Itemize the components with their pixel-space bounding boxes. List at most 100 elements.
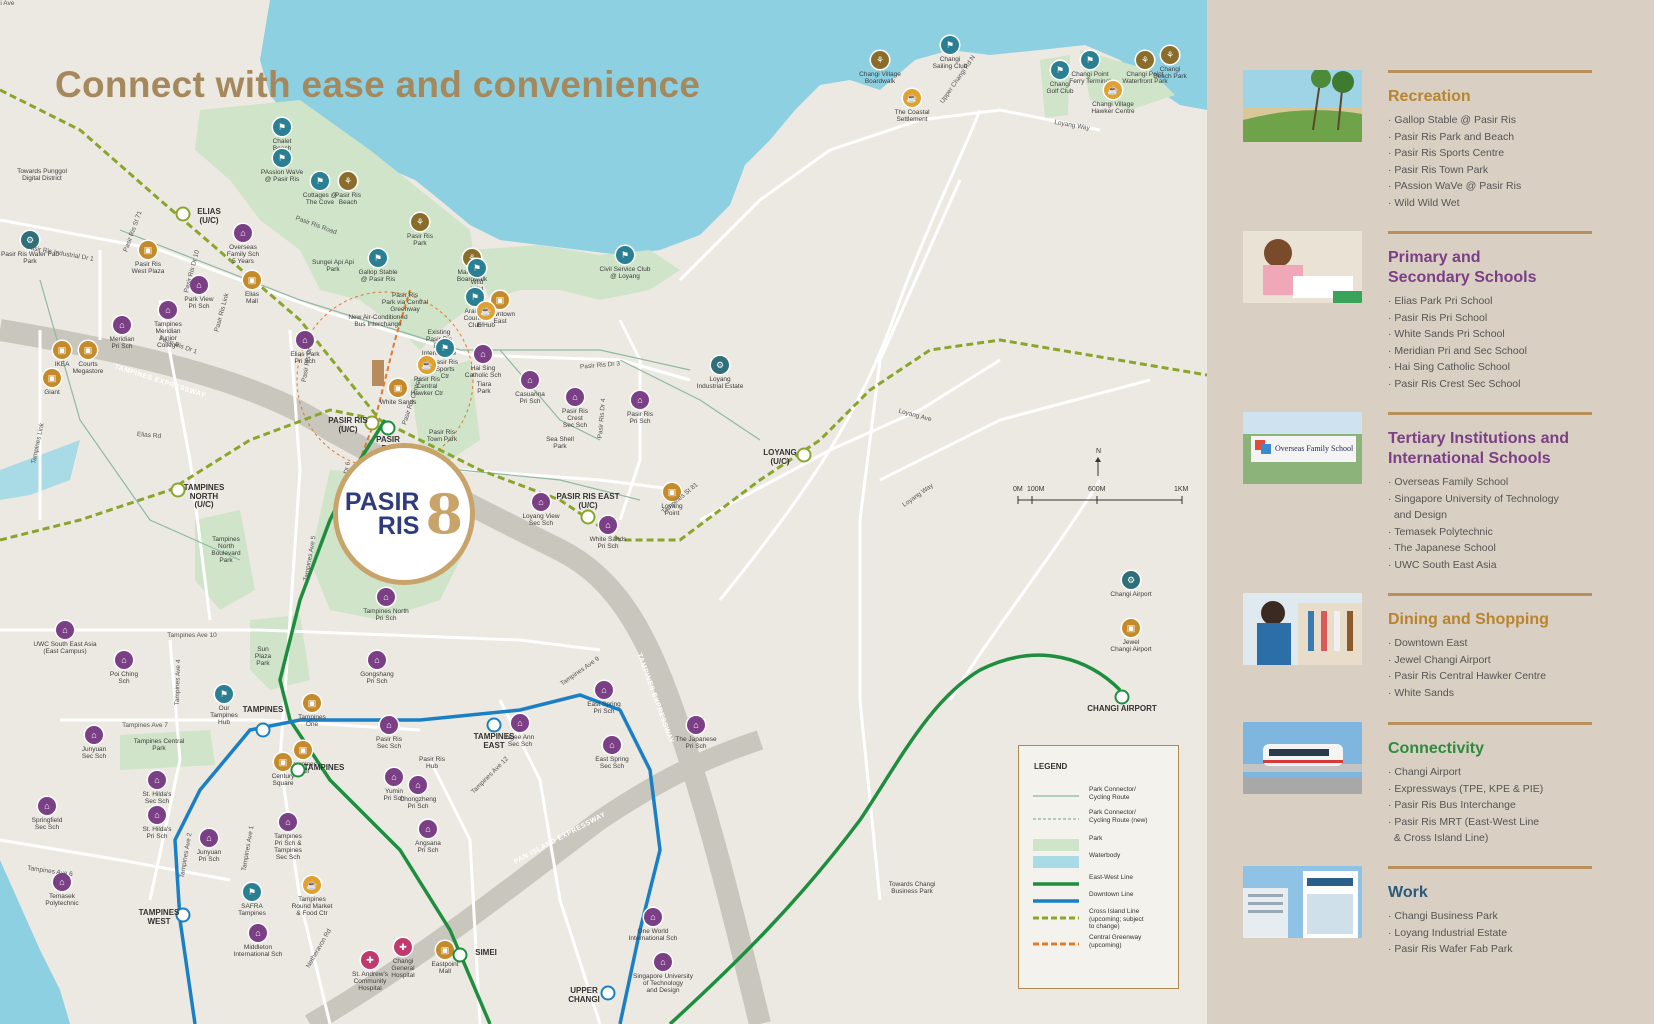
edu-icon[interactable]: ⌂: [687, 716, 705, 734]
dine-icon[interactable]: ☕: [1104, 81, 1122, 99]
rec-icon[interactable]: ⚑: [273, 118, 291, 136]
rec-icon[interactable]: ⚑: [466, 288, 484, 306]
shop-icon[interactable]: ▣: [389, 379, 407, 397]
rec-icon[interactable]: ⚑: [941, 36, 959, 54]
mrt-station-icon[interactable]: [175, 907, 191, 923]
mrt-station-icon[interactable]: [170, 482, 186, 498]
dine-icon[interactable]: ☕: [903, 89, 921, 107]
edu-icon[interactable]: ⌂: [56, 621, 74, 639]
park-icon[interactable]: ⚘: [871, 51, 889, 69]
edu-icon[interactable]: ⌂: [234, 224, 252, 242]
shop-icon[interactable]: ▣: [53, 341, 71, 359]
mrt-station-icon[interactable]: [580, 509, 596, 525]
beach-photo: [1243, 70, 1362, 142]
mrt-station-icon[interactable]: [255, 722, 271, 738]
shop-icon[interactable]: ▣: [79, 341, 97, 359]
edu-icon[interactable]: ⌂: [200, 829, 218, 847]
edu-icon[interactable]: ⌂: [532, 493, 550, 511]
shop-icon[interactable]: ▣: [491, 291, 509, 309]
dine-icon[interactable]: ☕: [418, 356, 436, 374]
mrt-station-icon[interactable]: [380, 420, 396, 436]
edu-icon[interactable]: ⌂: [115, 651, 133, 669]
edu-icon[interactable]: ⌂: [249, 924, 267, 942]
rec-icon[interactable]: ⚑: [468, 259, 486, 277]
edu-icon[interactable]: ⌂: [566, 388, 584, 406]
rec-icon[interactable]: ⚑: [1051, 61, 1069, 79]
edu-icon[interactable]: ⌂: [190, 276, 208, 294]
mrt-station-icon[interactable]: [600, 985, 616, 1001]
legend-label: East-West Line: [1089, 874, 1133, 881]
hosp-icon[interactable]: ✚: [361, 951, 379, 969]
edu-icon[interactable]: ⌂: [148, 771, 166, 789]
rec-icon[interactable]: ⚑: [1081, 51, 1099, 69]
edu-icon[interactable]: ⌂: [511, 714, 529, 732]
park-icon[interactable]: ⚘: [1161, 46, 1179, 64]
rec-icon[interactable]: ⚑: [311, 172, 329, 190]
edu-icon[interactable]: ⌂: [521, 371, 539, 389]
edu-icon[interactable]: ⌂: [654, 953, 672, 971]
edu-icon[interactable]: ⌂: [631, 391, 649, 409]
legend-label: Park: [1089, 835, 1103, 842]
mrt-station-icon[interactable]: [1114, 689, 1130, 705]
rec-icon[interactable]: ⚑: [616, 246, 634, 264]
edu-icon[interactable]: ⌂: [644, 908, 662, 926]
edu-icon[interactable]: ⌂: [53, 873, 71, 891]
rec-icon[interactable]: ⚑: [436, 339, 454, 357]
station-label: TAMPINES: [303, 763, 345, 772]
edu-icon[interactable]: ⌂: [409, 776, 427, 794]
edu-icon[interactable]: ⌂: [419, 820, 437, 838]
edu-icon[interactable]: ⌂: [380, 716, 398, 734]
rec-icon[interactable]: ⚑: [369, 249, 387, 267]
shop-icon[interactable]: ▣: [139, 241, 157, 259]
road-network: [0, 108, 1151, 1024]
edu-icon[interactable]: ⌂: [296, 331, 314, 349]
edu-icon[interactable]: ⌂: [368, 651, 386, 669]
mrt-station-icon[interactable]: [486, 717, 502, 733]
edu-icon[interactable]: ⌂: [85, 726, 103, 744]
shop-icon[interactable]: ▣: [303, 694, 321, 712]
shop-icon[interactable]: ▣: [663, 483, 681, 501]
edu-icon[interactable]: ⌂: [279, 813, 297, 831]
edu-icon[interactable]: ⌂: [599, 516, 617, 534]
section-item: · Temasek Polytechnic: [1388, 525, 1493, 538]
dine-icon[interactable]: ☕: [477, 302, 495, 320]
park-icon[interactable]: ⚘: [411, 213, 429, 231]
mrt-station-icon[interactable]: [452, 947, 468, 963]
edu-icon[interactable]: ⌂: [113, 316, 131, 334]
mrt-station-icon[interactable]: [175, 206, 191, 222]
edu-icon[interactable]: ⌂: [159, 301, 177, 319]
work-icon[interactable]: ⚙: [21, 231, 39, 249]
work-icon[interactable]: ⚙: [1122, 571, 1140, 589]
rec-icon[interactable]: ⚑: [243, 883, 261, 901]
section-item: · Pasir Ris Pri School: [1388, 311, 1488, 324]
shop-icon[interactable]: ▣: [243, 271, 261, 289]
mrt-station-icon[interactable]: [290, 762, 306, 778]
rec-icon[interactable]: ⚑: [215, 685, 233, 703]
shop-icon[interactable]: ▣: [294, 741, 312, 759]
legend-swatch: [1033, 795, 1079, 797]
edu-icon[interactable]: ⌂: [148, 806, 166, 824]
mrt-station-icon[interactable]: [364, 415, 380, 431]
edu-icon[interactable]: ⌂: [603, 736, 621, 754]
hosp-icon[interactable]: ✚: [394, 938, 412, 956]
park-icon[interactable]: ⚘: [339, 172, 357, 190]
shop-icon[interactable]: ▣: [274, 753, 292, 771]
dine-icon[interactable]: ☕: [303, 876, 321, 894]
edu-icon[interactable]: ⌂: [38, 797, 56, 815]
mrt-station-icon[interactable]: [796, 447, 812, 463]
shop-icon[interactable]: ▣: [43, 369, 61, 387]
edu-icon[interactable]: ⌂: [377, 588, 395, 606]
edu-icon[interactable]: ⌂: [474, 345, 492, 363]
park-icon[interactable]: ⚘: [1136, 51, 1154, 69]
work-icon[interactable]: ⚙: [711, 356, 729, 374]
rec-icon[interactable]: ⚑: [273, 149, 291, 167]
edu-icon[interactable]: ⌂: [595, 681, 613, 699]
edu-icon[interactable]: ⌂: [385, 768, 403, 786]
shop-icon[interactable]: ▣: [1122, 619, 1140, 637]
shop-icon[interactable]: ▣: [436, 941, 454, 959]
